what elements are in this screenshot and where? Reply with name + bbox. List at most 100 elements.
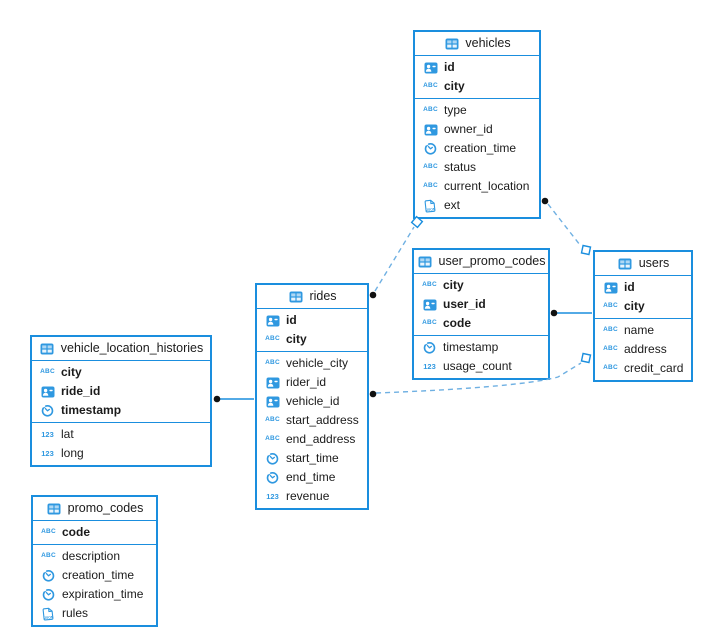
person-icon [422, 123, 439, 137]
column-name: id [286, 313, 297, 327]
table-header[interactable]: vehicle_location_histories [32, 337, 210, 361]
text-icon: ABC [265, 435, 280, 443]
text-icon: ABC [423, 82, 438, 90]
column-row[interactable]: timestamp [32, 401, 210, 420]
column-row[interactable]: creation_time [33, 566, 156, 585]
text-icon: ABC [423, 106, 438, 114]
table-icon [417, 255, 434, 269]
column-name: end_address [286, 432, 356, 446]
text-icon: ABC [422, 281, 437, 289]
column-row[interactable]: timestamp [414, 338, 548, 357]
column-row[interactable]: ABC city [415, 77, 539, 96]
column-row[interactable]: id [257, 311, 367, 330]
column-row[interactable]: expiration_time [33, 585, 156, 604]
table-header[interactable]: rides [257, 285, 367, 309]
column-row[interactable]: rider_id [257, 373, 367, 392]
column-row[interactable]: ABC current_location [415, 177, 539, 196]
column-name: vehicle_city [286, 356, 349, 370]
text-icon: ABC [265, 416, 280, 424]
relationship-rides-users[interactable] [369, 352, 592, 398]
person-icon [264, 395, 281, 409]
relationship-vehicle-location-histories-rides[interactable] [213, 395, 254, 403]
table-title: vehicle_location_histories [60, 341, 204, 355]
svg-text:JSON: JSON [426, 207, 436, 212]
column-name: city [286, 332, 307, 346]
column-name: city [444, 79, 465, 93]
text-icon: ABC [423, 182, 438, 190]
relationship-vehicles-users[interactable] [541, 197, 592, 256]
column-name: name [624, 323, 655, 337]
column-name: city [61, 365, 82, 379]
table-icon [287, 290, 304, 304]
column-row[interactable]: creation_time [415, 139, 539, 158]
table-header[interactable]: promo_codes [33, 497, 156, 521]
column-name: vehicle_id [286, 394, 340, 408]
column-row[interactable]: id [595, 278, 691, 297]
relationship-user-promo-codes-users[interactable] [550, 309, 592, 317]
number-icon: 123 [423, 361, 436, 371]
table-header[interactable]: vehicles [415, 32, 539, 56]
number-icon: 123 [41, 429, 54, 439]
number-icon: 123 [41, 448, 54, 458]
column-row[interactable]: ABC end_address [257, 430, 367, 449]
column-row[interactable]: owner_id [415, 120, 539, 139]
column-row[interactable]: end_time [257, 468, 367, 487]
column-row[interactable]: id [415, 58, 539, 77]
table-title: user_promo_codes [438, 254, 546, 268]
svg-text:JSON: JSON [44, 615, 54, 620]
table-title: rides [309, 289, 337, 303]
text-icon: ABC [41, 552, 56, 560]
person-icon [39, 385, 56, 399]
column-row[interactable]: ride_id [32, 382, 210, 401]
column-row[interactable]: user_id [414, 295, 548, 314]
column-name: current_location [444, 179, 530, 193]
text-icon: ABC [422, 319, 437, 327]
column-row[interactable]: vehicle_id [257, 392, 367, 411]
column-name: end_time [286, 470, 336, 484]
person-icon [264, 376, 281, 390]
column-name: rules [62, 606, 89, 620]
table-header[interactable]: user_promo_codes [414, 250, 548, 274]
column-name: code [62, 525, 91, 539]
column-row[interactable]: JSON rules [33, 604, 156, 623]
table-header[interactable]: users [595, 252, 691, 276]
text-icon: ABC [603, 364, 618, 372]
relationship-rides-vehicles[interactable] [369, 215, 424, 299]
table-title: promo_codes [67, 501, 144, 515]
column-row[interactable]: start_time [257, 449, 367, 468]
